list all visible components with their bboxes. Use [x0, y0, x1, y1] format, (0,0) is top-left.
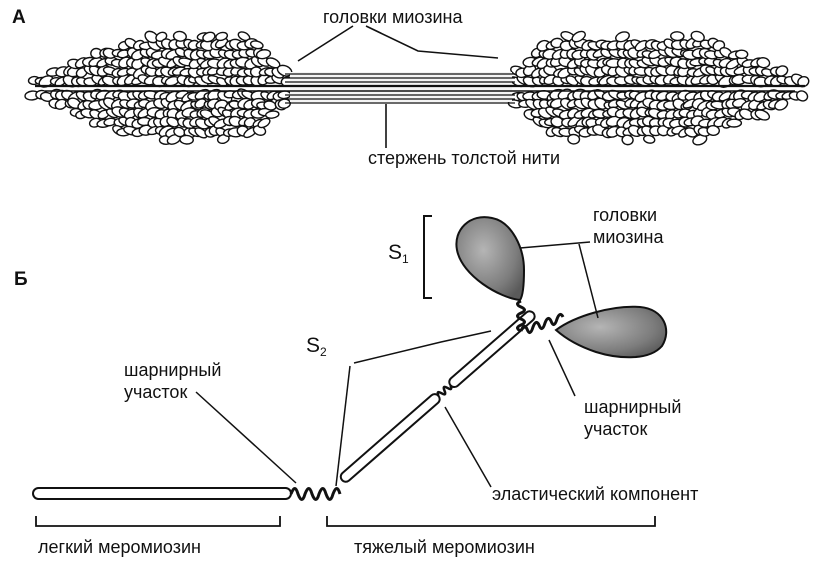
- hinge-right-label-line1: шарнирный: [584, 397, 681, 417]
- elastic-component-label: эластический компонент: [492, 484, 698, 504]
- heavy-meromyosin-label: тяжелый меромиозин: [354, 537, 535, 557]
- pointer-elastic: [445, 407, 491, 487]
- light-meromyosin-rod: [33, 488, 291, 499]
- s1-bracket: [424, 216, 432, 298]
- myosin-head-a: [568, 134, 580, 144]
- s1-label: S1: [388, 243, 409, 269]
- myosin-heads-label-a: головки миозина: [323, 7, 463, 27]
- s2-label-main: S: [306, 334, 320, 357]
- heavy-meromyosin-bracket: [327, 516, 655, 526]
- myosin-head-a: [736, 50, 748, 58]
- light-meromyosin-label: легкий меромиозин: [38, 537, 201, 557]
- s1-label-main: S: [388, 241, 402, 264]
- lower-hinge-coil: [291, 489, 340, 500]
- pointer-hinge-right: [549, 340, 575, 396]
- hinge-left-label-line2: участок: [124, 382, 187, 402]
- s2-label-sub: 2: [320, 345, 327, 359]
- myosin-head-upper: [456, 217, 524, 300]
- pointer-s2-1: [354, 331, 491, 363]
- myosin-head-a: [795, 89, 809, 103]
- thick-filament: [25, 26, 811, 148]
- myosin-head-lower: [556, 307, 666, 358]
- s1-label-sub: 1: [402, 252, 409, 266]
- pointer-lines-heads-a: [298, 26, 498, 61]
- myosin-heads-label-b-line1: головки: [593, 205, 657, 225]
- s2-label: S2: [306, 336, 327, 362]
- myosin-head-a: [670, 31, 684, 40]
- light-meromyosin-bracket: [36, 516, 280, 526]
- myosin-head-a: [621, 134, 633, 145]
- hinge-left-label-line1: шарнирный: [124, 360, 221, 380]
- hinge-right-label-line2: участок: [584, 419, 647, 439]
- myosin-heads-label-b-line2: миозина: [593, 227, 664, 247]
- filament-rod-label: стержень толстой нити: [368, 148, 560, 168]
- pointer-hinge-left: [196, 392, 296, 483]
- panel-b-label: Б: [14, 270, 28, 290]
- panel-a-label: А: [12, 8, 26, 28]
- myosin-head-a: [180, 135, 194, 144]
- s2-segment-lower: [339, 392, 442, 484]
- pointer-heads-b-2: [579, 244, 598, 318]
